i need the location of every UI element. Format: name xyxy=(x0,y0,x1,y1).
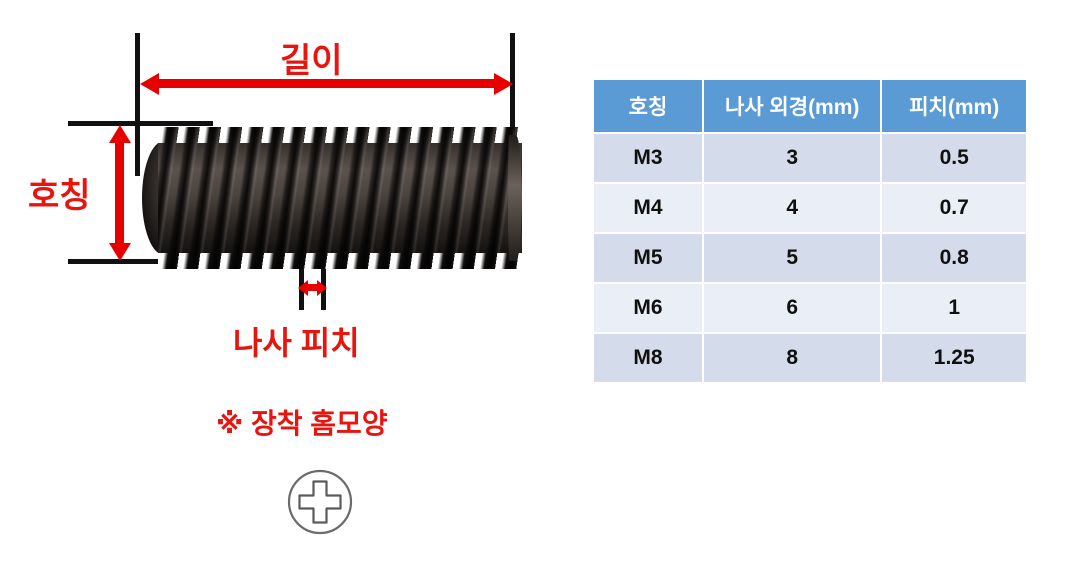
column-header-outer-diameter: 나사 외경(mm) xyxy=(703,80,881,132)
cell-pitch: 0.7 xyxy=(882,184,1026,232)
cell-designation: M3 xyxy=(594,134,702,182)
witness-line-length-left xyxy=(135,33,140,176)
length-label: 길이 xyxy=(280,42,343,80)
cell-designation: M6 xyxy=(594,284,702,332)
screw-thread-crest-bottom xyxy=(158,253,522,269)
screw-dimension-diagram: 길이 호칭 나사 피치 ※ 장착 홈모양 xyxy=(0,0,575,564)
cell-diameter: 8 xyxy=(703,334,881,382)
screw-thread-ridges xyxy=(158,127,522,269)
witness-line-length-right xyxy=(510,33,515,176)
cell-designation: M5 xyxy=(594,234,702,282)
cell-diameter: 5 xyxy=(703,234,881,282)
cell-designation: M4 xyxy=(594,184,702,232)
witness-line-diameter-top xyxy=(68,121,213,126)
table-row: M4 4 0.7 xyxy=(594,184,1026,232)
witness-line-diameter-bottom xyxy=(68,259,208,264)
table-row: M8 8 1.25 xyxy=(594,334,1026,382)
cell-designation: M8 xyxy=(594,334,702,382)
cell-diameter: 3 xyxy=(703,134,881,182)
table-header-row: 호칭 나사 외경(mm) 피치(mm) xyxy=(594,80,1026,132)
column-header-designation: 호칭 xyxy=(594,80,702,132)
column-header-pitch: 피치(mm) xyxy=(882,80,1026,132)
cell-pitch: 1.25 xyxy=(882,334,1026,382)
cell-pitch: 0.8 xyxy=(882,234,1026,282)
groove-shape-note: ※ 장착 홈모양 xyxy=(216,408,388,439)
length-dimension-arrow xyxy=(158,79,495,88)
pitch-dimension-arrow xyxy=(307,284,318,291)
phillips-cross-head-icon xyxy=(285,467,355,537)
cell-diameter: 4 xyxy=(703,184,881,232)
diameter-dimension-arrow xyxy=(115,142,124,244)
screw-threaded-shank xyxy=(158,127,522,269)
screw-illustration xyxy=(142,127,522,269)
screw-end-face xyxy=(508,135,522,261)
cell-pitch: 1 xyxy=(882,284,1026,332)
cell-diameter: 6 xyxy=(703,284,881,332)
table-row: M5 5 0.8 xyxy=(594,234,1026,282)
pitch-label: 나사 피치 xyxy=(233,325,360,361)
table-row: M6 6 1 xyxy=(594,284,1026,332)
cell-pitch: 0.5 xyxy=(882,134,1026,182)
screw-spec-table: 호칭 나사 외경(mm) 피치(mm) M3 3 0.5 M4 4 0.7 M5… xyxy=(592,78,1028,384)
nominal-diameter-label: 호칭 xyxy=(28,177,91,215)
screw-thread-crest-top xyxy=(158,127,522,143)
table-row: M3 3 0.5 xyxy=(594,134,1026,182)
